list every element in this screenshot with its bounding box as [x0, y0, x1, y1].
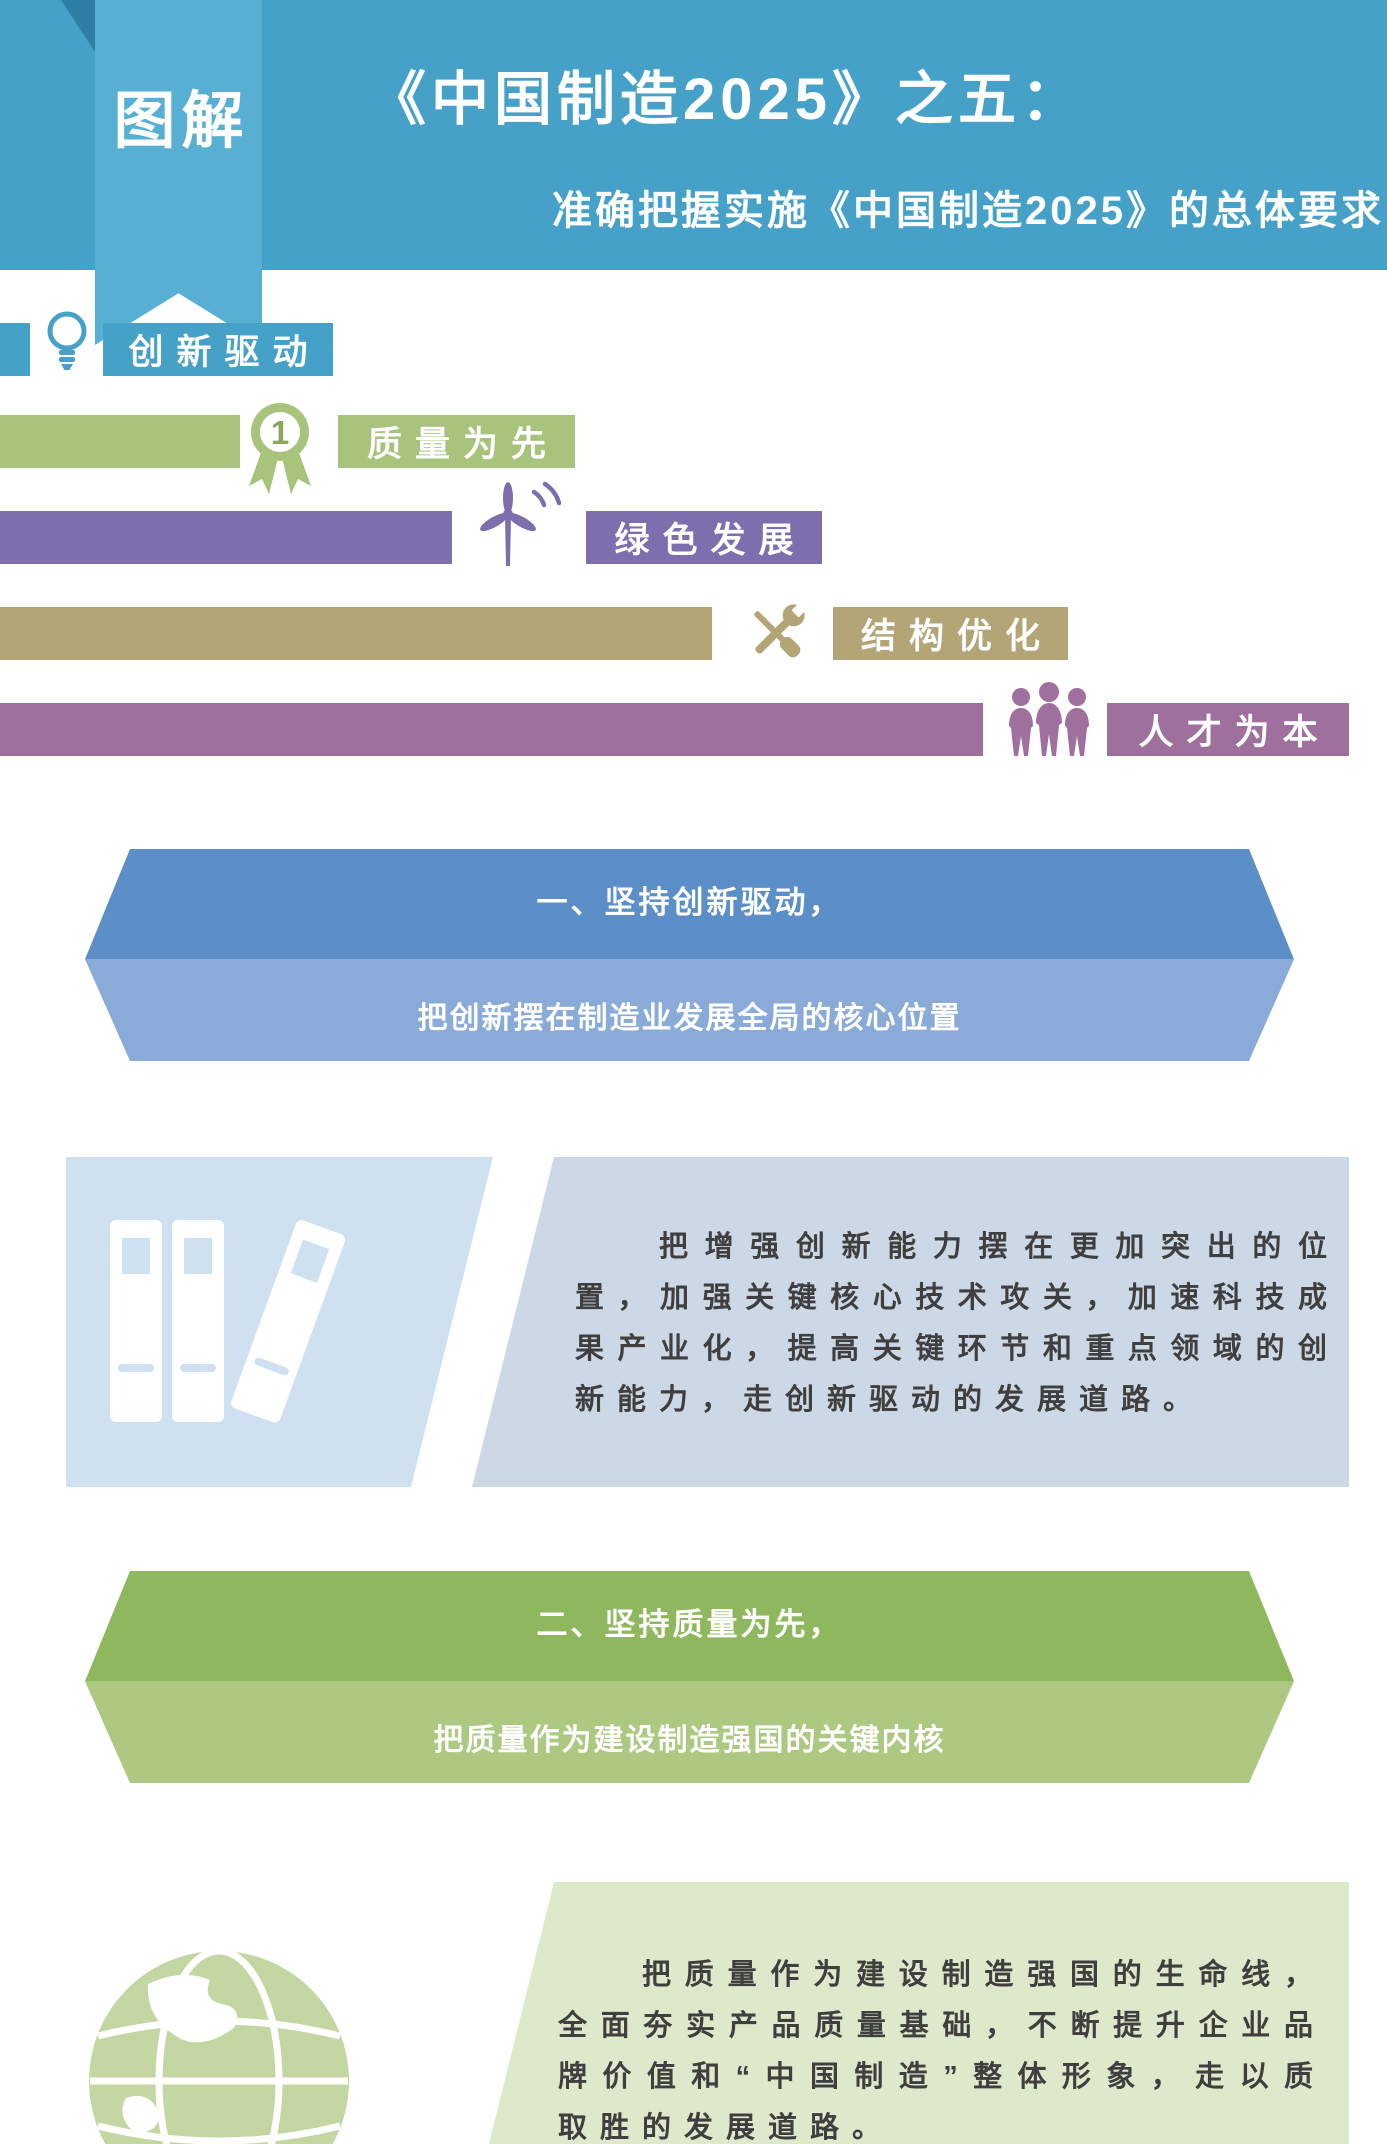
- structure-label: 结构优化: [833, 607, 1068, 660]
- page-subtitle: 准确把握实施《中国制造2025》的总体要求: [552, 189, 1384, 233]
- section1-banner: 一、坚持创新驱动， 把创新摆在制造业发展全局的核心位置: [85, 849, 1294, 1061]
- green-bar: [0, 511, 452, 564]
- section2-banner: 二、坚持质量为先， 把质量作为建设制造强国的关键内核: [85, 1571, 1294, 1783]
- tools-icon: [730, 598, 822, 668]
- header-banner: 图解 《中国制造2025》之五： 准确把握实施《中国制造2025》的总体要求: [0, 0, 1387, 345]
- ribbon-label: 图解: [113, 87, 250, 156]
- svg-text:1: 1: [271, 414, 289, 451]
- wind-turbine-icon: [470, 481, 574, 568]
- ribbon-fold: [61, 0, 95, 52]
- section2-heading: 二、坚持质量为先，: [536, 1607, 843, 1642]
- structure-bar: [0, 607, 712, 660]
- quality-label: 质量为先: [338, 415, 575, 468]
- section2-text-panel: [472, 1882, 1349, 2144]
- talent-bar: [0, 703, 983, 756]
- green-label: 绿色发展: [586, 511, 822, 564]
- page-title: 《中国制造2025》之五：: [368, 67, 1085, 132]
- section1-body: 把增强创新能力摆在更加突出的位置，加强关键核心技术攻关，加速科技成果产业化，提高…: [575, 1231, 1340, 1416]
- section2-subheading: 把质量作为建设制造强国的关键内核: [433, 1724, 946, 1757]
- medal-icon: 1: [246, 402, 314, 498]
- quality-bar: [0, 415, 240, 468]
- lightbulb-icon: [36, 308, 98, 372]
- section2-body: 把质量作为建设制造强国的生命线，全面夯实产品质量基础，不断提升企业品牌价值和“中…: [558, 1959, 1326, 2144]
- people-icon: [1002, 680, 1096, 758]
- innovation-label: 创新驱动: [103, 323, 333, 376]
- binders-icon: [100, 1212, 350, 1430]
- ribbon-bookmark: 图解: [95, 0, 262, 345]
- innovation-bar: [0, 323, 30, 376]
- section1-subheading: 把创新摆在制造业发展全局的核心位置: [417, 1002, 962, 1035]
- globe-icon: [86, 1947, 352, 2144]
- talent-label: 人才为本: [1107, 703, 1349, 756]
- section1-heading: 一、坚持创新驱动，: [536, 885, 843, 920]
- section1-text-panel: [472, 1157, 1349, 1487]
